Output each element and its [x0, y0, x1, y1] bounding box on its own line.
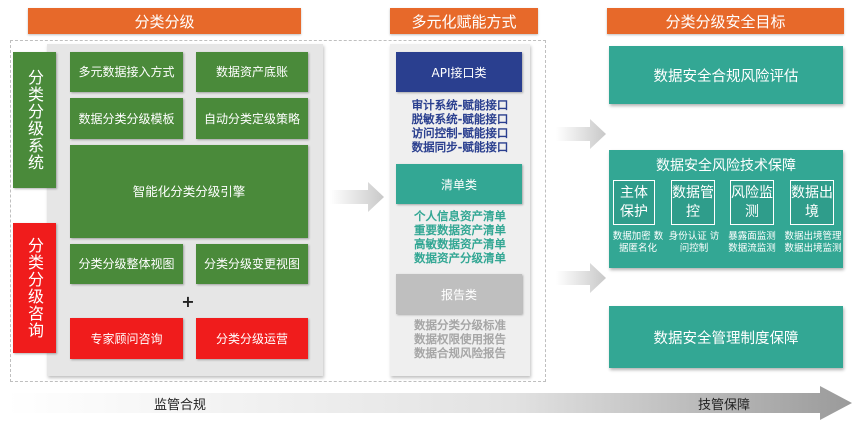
goal-compliance-risk-assessment[interactable]: 数据安全合规风险评估 — [609, 46, 843, 104]
consult-side-text: 分类分级咨询 — [25, 237, 44, 339]
list-item: 个人信息资产清单 — [414, 209, 506, 223]
module-data-access[interactable]: 多元数据接入方式 — [70, 52, 183, 92]
sub-data-export[interactable]: 数据出境 — [790, 180, 834, 225]
goal-technical-title: 数据安全风险技术保障 — [656, 158, 796, 174]
list-item: 重要数据资产清单 — [414, 223, 506, 237]
sub-data-control[interactable]: 数据管控 — [671, 180, 715, 225]
caption-subject-protection: 数据加密 数据匿名化 — [612, 231, 664, 254]
api-interface-button[interactable]: API接口类 — [396, 52, 522, 92]
list-item: 数据分类分级标准 — [414, 318, 506, 332]
list-item: 数据同步-赋能接口 — [411, 140, 509, 154]
sub-subject-protection[interactable]: 主体保护 — [613, 180, 655, 225]
bottom-arrow-icon — [6, 386, 852, 420]
plus-sign: + — [181, 291, 195, 311]
sub-risk-monitoring[interactable]: 风险监测 — [730, 180, 774, 225]
caption-data-export: 数据出境管理 数据出境监测 — [784, 231, 842, 254]
report-list: 数据分类分级标准 数据权限使用报告 数据合规风险报告 — [390, 318, 530, 360]
caption-data-control: 身份认证 访问控制 — [668, 231, 720, 254]
module-overall-view[interactable]: 分类分级整体视图 — [70, 244, 183, 284]
report-button[interactable]: 报告类 — [396, 274, 522, 314]
caption-risk-monitoring: 暴露面监测 数据流监测 — [728, 231, 776, 254]
list-item: 数据权限使用报告 — [414, 332, 506, 346]
api-interface-list: 审计系统-赋能接口 脱敏系统-赋能接口 访问控制-赋能接口 数据同步-赋能接口 — [390, 98, 530, 154]
expert-consulting-button[interactable]: 专家顾问咨询 — [70, 318, 183, 359]
system-side-label: 分类分级系统 — [13, 52, 56, 188]
system-side-text: 分类分级系统 — [25, 69, 44, 171]
list-item: 访问控制-赋能接口 — [411, 126, 509, 140]
bottom-label-tech-management: 技管保障 — [698, 398, 751, 413]
empowerment-panel — [390, 44, 530, 376]
module-intelligent-engine[interactable]: 智能化分类分级引擎 — [70, 145, 308, 238]
arrow-right-icon — [330, 182, 384, 212]
module-change-view[interactable]: 分类分级变更视图 — [196, 244, 308, 284]
header-classification: 分类分级 — [28, 8, 301, 34]
arrow-right-icon — [556, 263, 606, 293]
list-item: 审计系统-赋能接口 — [411, 98, 509, 112]
classification-operation-button[interactable]: 分类分级运营 — [196, 318, 308, 359]
list-item: 数据资产分级清单 — [414, 251, 506, 265]
dashed-frame — [10, 40, 546, 382]
module-asset-inventory[interactable]: 数据资产底账 — [196, 52, 308, 92]
inventory-list-button[interactable]: 清单类 — [396, 164, 522, 204]
inventory-list: 个人信息资产清单 重要数据资产清单 高敏数据资产清单 数据资产分级清单 — [390, 209, 530, 265]
goal-management-system[interactable]: 数据安全管理制度保障 — [609, 306, 843, 368]
list-item: 脱敏系统-赋能接口 — [411, 112, 509, 126]
list-item: 高敏数据资产清单 — [414, 237, 506, 251]
module-classification-template[interactable]: 数据分类分级模板 — [70, 98, 183, 139]
module-auto-policy[interactable]: 自动分类定级策略 — [196, 98, 308, 139]
list-item: 数据合规风险报告 — [414, 346, 506, 360]
arrow-right-icon — [556, 119, 606, 149]
consult-side-label: 分类分级咨询 — [13, 223, 56, 353]
header-empowerment: 多元化赋能方式 — [390, 8, 538, 34]
bottom-label-compliance: 监管合规 — [154, 398, 207, 413]
header-security-goals: 分类分级安全目标 — [607, 8, 844, 34]
